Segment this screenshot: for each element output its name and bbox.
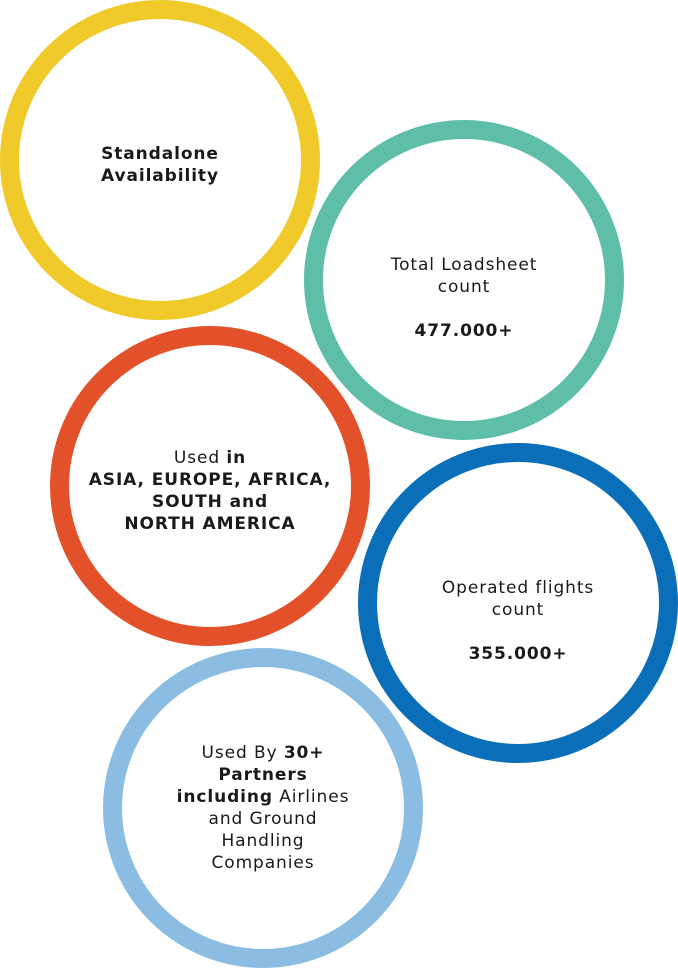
- loadsheet-value: 477.000+: [414, 321, 514, 341]
- partners-line-3-bold: including: [176, 787, 273, 807]
- loadsheet-line-2: count: [437, 277, 491, 297]
- partners-line-1-prefix: Used By: [201, 743, 284, 763]
- partners-text: Used By 30+ Partners including Airlines …: [177, 742, 350, 874]
- loadsheet-count-text: Total Loadsheet count 477.000+: [391, 254, 538, 342]
- partners-circle: Used By 30+ Partners including Airlines …: [103, 648, 423, 968]
- flights-line-1: Operated flights: [441, 578, 595, 598]
- partners-line-4: and Ground: [208, 809, 318, 829]
- operated-flights-text: Operated flights count 355.000+: [442, 577, 594, 665]
- regions-used-text: Used in ASIA, EUROPE, AFRICA, SOUTH and …: [89, 447, 331, 535]
- partners-line-6: Companies: [211, 853, 315, 873]
- flights-value: 355.000+: [468, 644, 568, 664]
- partners-line-2: Partners: [218, 765, 308, 785]
- operated-flights-circle: Operated flights count 355.000+: [358, 443, 678, 763]
- regions-prefix-bold: in: [226, 448, 247, 468]
- partners-line-3-rest: Airlines: [272, 787, 350, 807]
- loadsheet-count-circle: Total Loadsheet count 477.000+: [304, 120, 624, 440]
- loadsheet-line-1: Total Loadsheet: [390, 255, 538, 275]
- regions-line-2: ASIA, EUROPE, AFRICA,: [88, 470, 332, 490]
- regions-line-4: NORTH AMERICA: [124, 514, 296, 534]
- standalone-line-1: Standalone: [101, 144, 219, 164]
- regions-line-3: SOUTH and: [151, 492, 269, 512]
- flights-line-2: count: [491, 600, 545, 620]
- partners-line-5: Handling: [221, 831, 305, 851]
- regions-used-circle: Used in ASIA, EUROPE, AFRICA, SOUTH and …: [50, 326, 370, 646]
- partners-line-1-bold: 30+: [283, 743, 325, 763]
- regions-prefix: Used: [173, 448, 227, 468]
- standalone-line-2: Availability: [101, 166, 219, 186]
- standalone-availability-circle: Standalone Availability: [0, 0, 320, 320]
- standalone-availability-text: Standalone Availability: [101, 143, 219, 187]
